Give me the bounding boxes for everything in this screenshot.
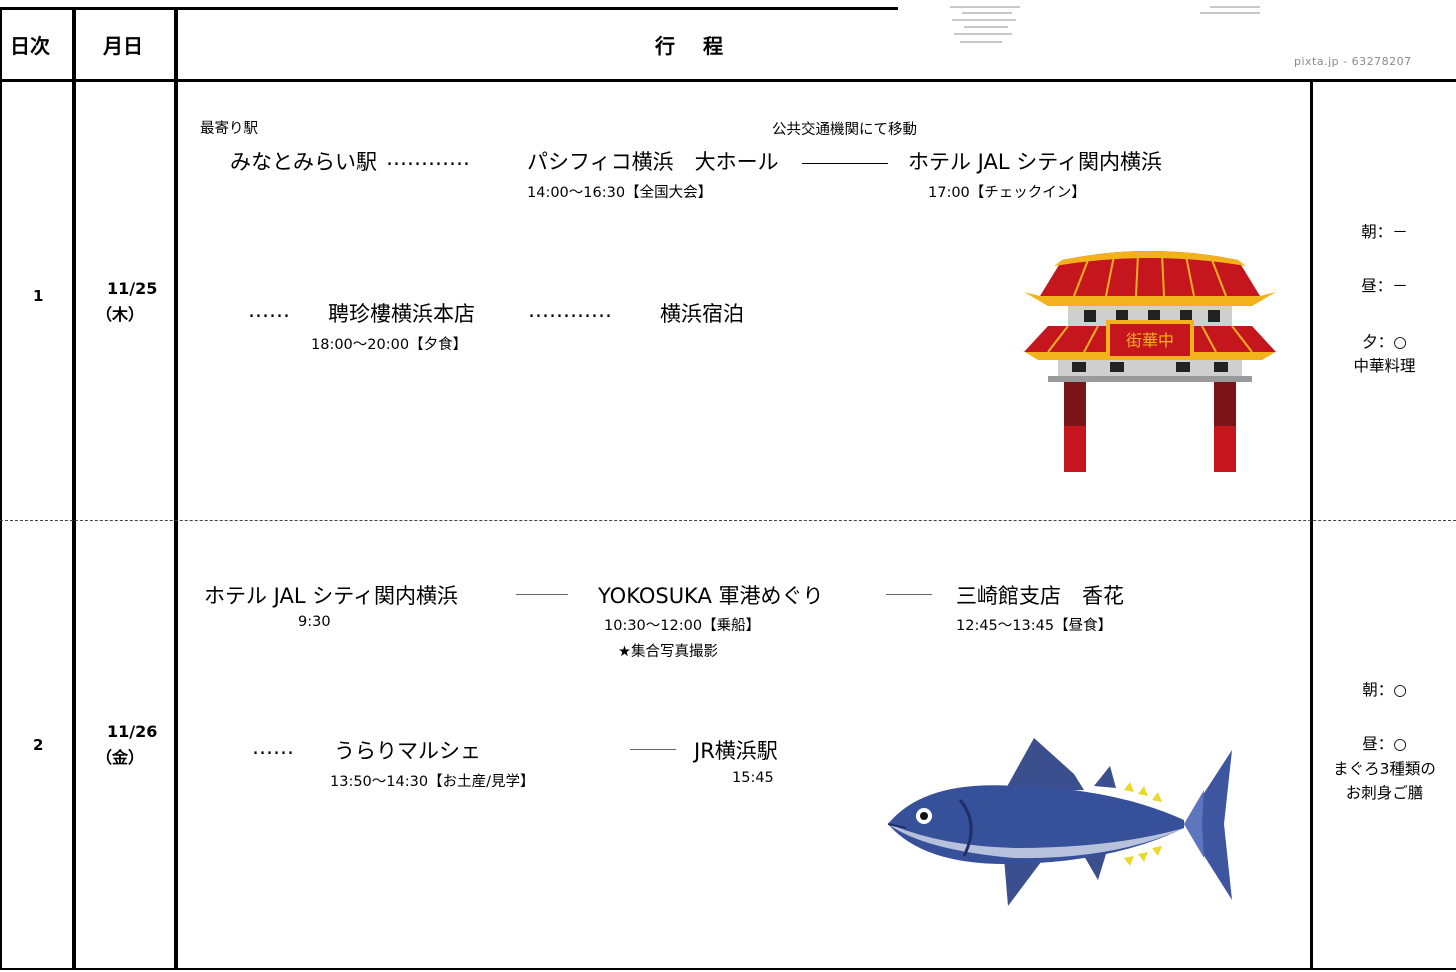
day1-stay: 横浜宿泊: [660, 302, 744, 326]
day2-hotel: ホテル JAL シティ関内横浜: [204, 584, 458, 608]
day2-cruise: YOKOSUKA 軍港めぐり: [598, 584, 824, 608]
watermark-text: pixta.jp - 63278207: [1294, 55, 1412, 68]
day2-number: 2: [33, 736, 44, 754]
day1-restaurant-time: 18:00～20:00【夕食】: [311, 337, 468, 353]
day1-dinner: 夕：○: [1362, 333, 1407, 351]
day2-lunch-time: 12:45～13:45【昼食】: [956, 618, 1113, 634]
day1-hotel-time: 17:00【チェックイン】: [928, 185, 1086, 201]
day2-breakfast: 朝：○: [1362, 681, 1407, 699]
day2-cruise-note: ★集合写真撮影: [618, 644, 718, 660]
day1-number: 1: [33, 287, 44, 305]
header-date-col: 月日: [103, 34, 143, 58]
day1-row2-dots2: …………: [528, 298, 612, 322]
day1-row2-dots1: ‥‥‥: [248, 298, 291, 322]
day1-date: 11/25: [107, 279, 158, 298]
watermark-pattern: [940, 0, 1040, 52]
col-divider-3: [174, 7, 178, 970]
day2-market-time: 13:50～14:30【お土産/見学】: [330, 774, 535, 790]
day2-connector-3: [630, 749, 676, 750]
day1-note-start: 最寄り駅: [200, 121, 258, 137]
col-divider-4: [1310, 79, 1313, 970]
day1-dinner-note: 中華料理: [1353, 357, 1416, 375]
day2-market: うらりマルシェ: [334, 739, 481, 763]
watermark-pattern-2: [1200, 0, 1270, 20]
col-divider-1: [0, 7, 2, 970]
header-itinerary-col: 行 程: [655, 34, 727, 58]
day2-row2-dots1: ‥‥‥: [252, 735, 295, 759]
day1-transport-note: 公共交通機関にて移動: [772, 122, 917, 138]
day2-lunch-place: 三崎館支店 香花: [956, 584, 1124, 608]
table-bottom-border: [0, 968, 1456, 970]
day2-connector-1: [516, 594, 568, 595]
chinatown-gate-illustration: 街華中: [1018, 251, 1282, 472]
day1-venue: パシフィコ横浜 大ホール: [527, 150, 779, 174]
day2-connector-2: [886, 594, 932, 595]
day1-hotel: ホテル JAL シティ関内横浜: [908, 150, 1162, 174]
row-separator: [0, 520, 1456, 521]
col-divider-2: [72, 7, 76, 970]
day1-restaurant: 聘珍樓横浜本店: [328, 302, 475, 326]
day2-lunch: 昼：○: [1362, 735, 1407, 753]
day1-lunch: 昼：－: [1361, 277, 1408, 295]
day2-weekday: （金）: [96, 748, 145, 767]
day2-date: 11/26: [107, 722, 158, 741]
header-bottom-border: [0, 79, 1456, 82]
day2-lunch-note2: お刺身ご膳: [1345, 784, 1424, 802]
day1-breakfast: 朝：－: [1361, 223, 1408, 241]
header-day-col: 日次: [10, 34, 50, 58]
day1-station: みなとみらい駅: [230, 150, 377, 174]
day2-lunch-note1: まぐろ3種類の: [1333, 760, 1436, 778]
gate-sign-text: 街華中: [1126, 331, 1174, 350]
day2-station-time: 15:45: [732, 770, 774, 786]
day1-dots1: …………: [386, 146, 470, 170]
day1-transport-line: [802, 163, 888, 164]
day1-weekday: （木）: [96, 305, 145, 324]
day1-venue-time: 14:00～16:30【全国大会】: [527, 185, 713, 201]
day2-hotel-time: 9:30: [298, 614, 331, 630]
tuna-fish-illustration: [887, 738, 1232, 906]
day2-cruise-time: 10:30～12:00【乗船】: [604, 618, 761, 634]
day2-station: JR横浜駅: [694, 739, 778, 763]
table-top-border: [0, 7, 898, 10]
